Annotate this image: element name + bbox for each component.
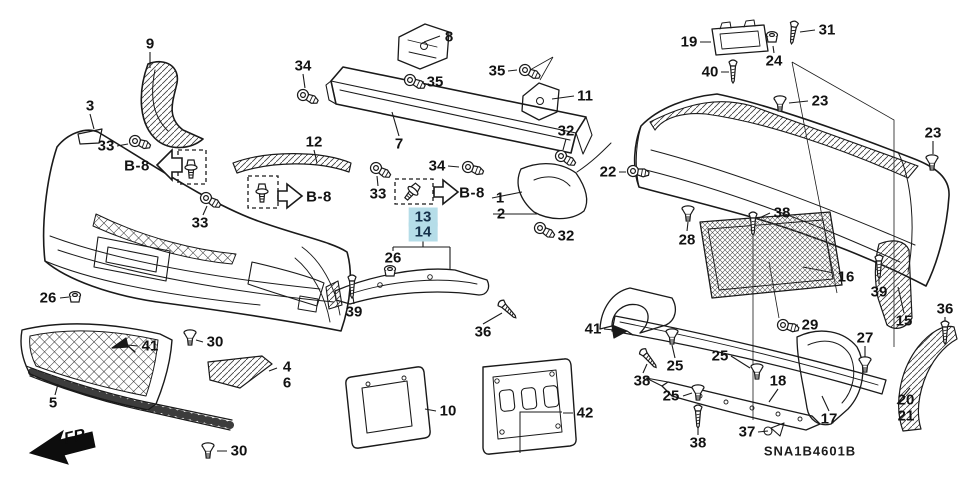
part-label-1: 1	[495, 189, 505, 207]
part-label-11: 11	[577, 87, 593, 105]
part-label-36: 36	[474, 323, 492, 341]
section-ref-label-2: B-8	[306, 188, 332, 206]
part-label-36: 36	[936, 300, 954, 318]
part-label-19: 19	[680, 33, 698, 51]
part-label-12: 12	[305, 133, 323, 151]
part-label-26: 26	[39, 289, 57, 307]
part-label-35: 35	[488, 62, 506, 80]
front-bumper-drawing	[20, 23, 634, 449]
part-label-23: 23	[924, 124, 942, 142]
part-label-29: 29	[801, 316, 819, 334]
part-label-41: 41	[584, 320, 602, 338]
rear-bumper-drawing	[482, 19, 958, 455]
part-label-22: 22	[599, 163, 617, 181]
part-label-14: 14	[408, 222, 438, 242]
part-label-42: 42	[576, 404, 594, 422]
part-label-6: 6	[282, 374, 292, 392]
b8-arrow-left	[155, 148, 183, 182]
part-label-38: 38	[689, 434, 707, 452]
part-label-38: 38	[633, 372, 651, 390]
part-label-17: 17	[820, 410, 838, 428]
part-label-5: 5	[48, 394, 58, 412]
part-label-28: 28	[678, 231, 696, 249]
part-label-21: 21	[897, 407, 915, 425]
part-label-23: 23	[811, 92, 829, 110]
part-label-32: 32	[557, 227, 575, 245]
part-label-27: 27	[856, 329, 874, 347]
part-label-7: 7	[394, 135, 404, 153]
part-label-37: 37	[738, 423, 756, 441]
part-label-34: 34	[294, 57, 312, 75]
section-ref-label-1: B-8	[124, 157, 150, 175]
part-label-40: 40	[701, 63, 719, 81]
part-label-39: 39	[345, 303, 363, 321]
part-label-4: 4	[282, 358, 292, 376]
diagram-code: SNA1B4601B	[763, 443, 857, 459]
part-label-15: 15	[895, 312, 913, 330]
part-label-39: 39	[870, 283, 888, 301]
b8-arrow-right-1	[277, 182, 304, 210]
part-label-24: 24	[765, 52, 783, 70]
part-label-10: 10	[439, 402, 457, 420]
part-label-33: 33	[97, 137, 115, 155]
section-ref-label-3: B-8	[459, 184, 485, 202]
part-label-20: 20	[897, 391, 915, 409]
part-label-25: 25	[662, 387, 680, 405]
part-label-25: 25	[711, 347, 729, 365]
part-label-33: 33	[191, 214, 209, 232]
b8-arrow-right-2	[433, 178, 460, 206]
part-label-31: 31	[818, 21, 836, 39]
part-label-35: 35	[426, 73, 444, 91]
part-label-32: 32	[557, 122, 575, 140]
part-label-9: 9	[145, 35, 155, 53]
part-label-41: 41	[141, 337, 159, 355]
part-label-34: 34	[428, 157, 446, 175]
part-label-3: 3	[85, 97, 95, 115]
part-label-25: 25	[666, 357, 684, 375]
part-label-18: 18	[769, 372, 787, 390]
part-label-33: 33	[369, 185, 387, 203]
part-label-13: 13	[408, 207, 438, 227]
part-label-26: 26	[384, 249, 402, 267]
section-ref-callouts	[155, 148, 460, 210]
fr-direction-arrow	[28, 429, 96, 465]
part-label-16: 16	[837, 268, 855, 286]
part-label-8: 8	[444, 28, 454, 46]
part-label-30: 30	[230, 442, 248, 460]
part-label-38: 38	[773, 204, 791, 222]
part-label-2: 2	[496, 205, 506, 223]
part-label-30: 30	[206, 333, 224, 351]
